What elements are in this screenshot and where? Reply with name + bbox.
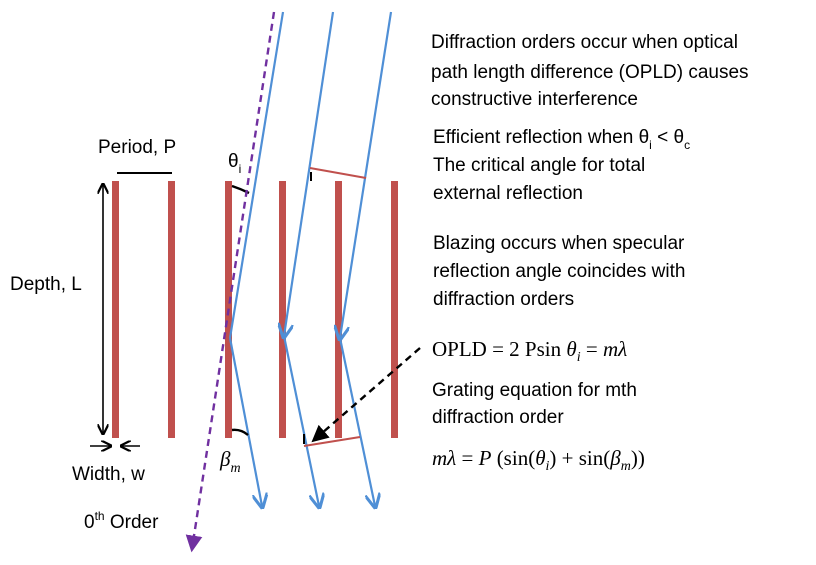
grating-lhs: mλ bbox=[432, 446, 456, 470]
zero-order-suffix: Order bbox=[105, 512, 160, 533]
zero-order-sup: th bbox=[95, 509, 105, 523]
reflected-ray-1 bbox=[228, 337, 262, 506]
width-label: Width, w bbox=[72, 464, 145, 485]
incident-ray-1 bbox=[228, 11, 285, 339]
grating-rest: (sin( bbox=[491, 446, 535, 470]
depth-label: Depth, L bbox=[10, 274, 82, 295]
grating-eq: = bbox=[456, 446, 478, 470]
grating-plate bbox=[391, 181, 398, 438]
wavefront-top bbox=[309, 167, 367, 179]
opld-lhs: OPLD = 2 Psin bbox=[432, 337, 566, 361]
theta-sub: i bbox=[239, 162, 242, 176]
orders-line-1: Diffraction orders occur when optical bbox=[431, 32, 738, 53]
zero-order-ray bbox=[185, 11, 276, 553]
efficient-mid: < θ bbox=[652, 127, 684, 148]
efficient-prefix: Efficient reflection when θ bbox=[433, 127, 649, 148]
blazing-line-3: diffraction orders bbox=[433, 289, 574, 310]
orders-line-3: constructive interference bbox=[431, 89, 638, 110]
incident-ray-2 bbox=[284, 11, 335, 336]
grating-beta-sub: m bbox=[621, 459, 631, 474]
opld-rhs: mλ bbox=[603, 337, 627, 361]
beta-label: βm bbox=[219, 447, 241, 476]
opld-theta-sub: i bbox=[577, 350, 581, 365]
opld-theta: θ bbox=[566, 337, 576, 361]
reflected-ray-3 bbox=[338, 337, 375, 506]
rays bbox=[228, 11, 393, 506]
grating-beta: β bbox=[609, 446, 621, 470]
critical-line-1: The critical angle for total bbox=[433, 155, 645, 176]
blazing-line-2: reflection angle coincides with bbox=[433, 261, 685, 282]
beta-angle-arc bbox=[231, 428, 249, 436]
critical-line-2: external reflection bbox=[433, 183, 583, 204]
efficient-sub-i: i bbox=[649, 138, 652, 152]
opld-equation: OPLD = 2 Psin θi = mλ bbox=[432, 337, 627, 365]
grating-plate bbox=[168, 181, 175, 438]
grating-p: P bbox=[478, 446, 492, 470]
grating-mid: ) + sin( bbox=[549, 446, 610, 470]
theta-label: θi bbox=[228, 151, 241, 176]
wavefront-bottom bbox=[303, 436, 361, 447]
zero-order-label: 0th Order bbox=[84, 509, 159, 533]
grating-line-2: diffraction order bbox=[432, 407, 564, 428]
zero-order-base: 0 bbox=[84, 512, 95, 533]
grating-plate bbox=[112, 181, 119, 438]
incident-ray-3 bbox=[340, 11, 393, 338]
orders-line-2: path length difference (OPLD) causes bbox=[431, 62, 749, 83]
opld-pointer-arrow bbox=[311, 347, 421, 443]
efficient-sub-c: c bbox=[684, 138, 690, 152]
period-label: Period, P bbox=[98, 137, 176, 158]
grating-plate bbox=[279, 181, 286, 438]
grating-plates bbox=[112, 181, 398, 438]
grating-equation: mλ = P (sin(θi) + sin(βm)) bbox=[432, 446, 645, 474]
opld-eq: = bbox=[581, 337, 603, 361]
grating-theta: θ bbox=[535, 446, 545, 470]
blazing-line-1: Blazing occurs when specular bbox=[433, 233, 685, 254]
grating-plate bbox=[335, 181, 342, 438]
grating-line-1: Grating equation for mth bbox=[432, 380, 637, 401]
beta-base: β bbox=[219, 447, 231, 471]
grating-end: )) bbox=[631, 446, 645, 470]
theta-base: θ bbox=[228, 151, 239, 172]
grating-theta-sub: i bbox=[546, 459, 550, 474]
beta-sub: m bbox=[230, 461, 240, 476]
reflected-ray-2 bbox=[282, 335, 319, 506]
efficient-line: Efficient reflection when θi < θc bbox=[433, 127, 690, 152]
